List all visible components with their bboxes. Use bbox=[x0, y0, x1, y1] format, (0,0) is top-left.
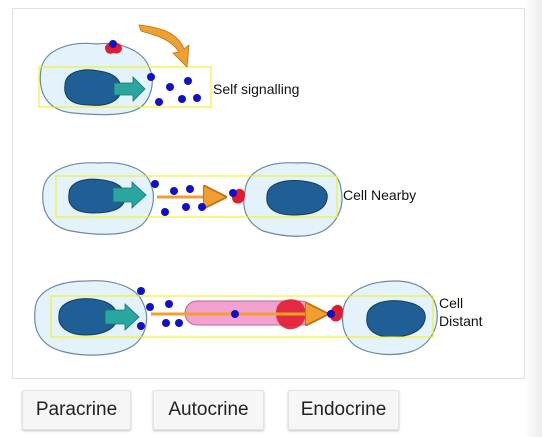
self-receptor bbox=[105, 40, 122, 54]
paracrine-button[interactable]: Paracrine bbox=[22, 390, 131, 430]
self-nucleus bbox=[64, 69, 122, 106]
nearby-molecules bbox=[151, 180, 206, 216]
self-teal-arrow bbox=[113, 76, 146, 102]
cell-distant-label-line2: Distant bbox=[439, 313, 483, 329]
self-signalling-row: Self signalling bbox=[38, 24, 299, 116]
nearby-receptor bbox=[229, 188, 245, 204]
page-edge-shadow bbox=[524, 0, 542, 437]
diagram-card: Self signalling Cell Nearby bbox=[12, 8, 525, 379]
distant-receptor bbox=[327, 304, 343, 322]
distant-teal-arrow bbox=[104, 303, 140, 331]
nearby-highlight-box bbox=[55, 175, 338, 218]
autocrine-button[interactable]: Autocrine bbox=[153, 390, 264, 430]
nearby-row: Cell Nearby bbox=[42, 162, 416, 237]
nearby-teal-arrow bbox=[112, 181, 147, 209]
cell-signalling-diagram: Self signalling Cell Nearby bbox=[34, 24, 483, 356]
self-highlight-box bbox=[38, 66, 212, 108]
cell-nearby-label: Cell Nearby bbox=[343, 187, 416, 203]
cell-distant-label-line1: Cell bbox=[439, 295, 463, 311]
distant-target-nucleus bbox=[366, 300, 426, 338]
distant-highlight-box bbox=[50, 295, 434, 338]
distant-molecules bbox=[137, 287, 239, 330]
self-orange-curved-arrow bbox=[138, 24, 190, 68]
nearby-target-nucleus bbox=[266, 180, 328, 216]
self-molecules bbox=[147, 73, 201, 106]
self-signalling-label: Self signalling bbox=[213, 81, 299, 97]
distant-row: Cell Distant bbox=[34, 280, 483, 356]
endocrine-button[interactable]: Endocrine bbox=[288, 390, 399, 430]
